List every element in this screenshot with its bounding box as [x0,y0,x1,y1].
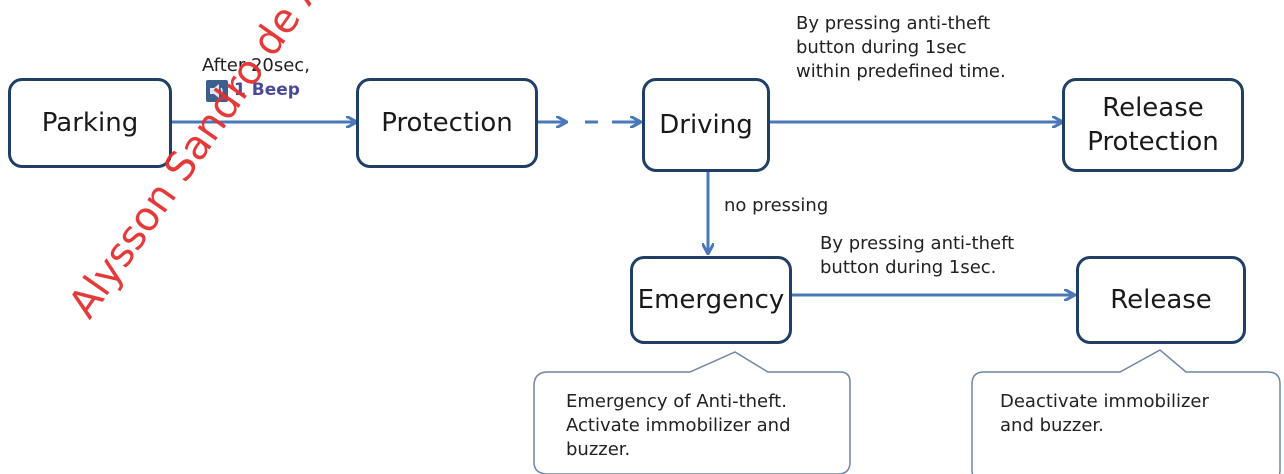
node-release-protection: Release Protection [1062,78,1244,172]
node-emergency: Emergency [630,256,792,344]
callout-emergency-text: Emergency of Anti-theft. Activate immobi… [566,391,791,460]
node-protection: Protection [356,78,538,168]
edge-label-no-pressing: no pressing [724,195,829,216]
node-protection-label: Protection [381,108,513,138]
node-parking-label: Parking [41,108,139,138]
node-driving: Driving [642,78,770,172]
speaker-icon [206,80,228,102]
edge-label-driving-release-protection: By pressing anti-theft button during 1se… [796,13,1006,82]
node-parking: Parking [8,78,172,168]
node-emergency-label: Emergency [637,285,785,315]
node-driving-label: Driving [659,110,753,140]
beep-indicator: 1 Beep [206,80,330,104]
edge-label-after-20sec: After 20sec, [202,55,310,76]
node-release-protection-label: Release Protection [1087,93,1219,157]
edge-label-emergency-release: By pressing anti-theft button during 1se… [820,233,1015,278]
callout-release-shape [971,349,1281,474]
node-release: Release [1076,256,1246,344]
beep-label: 1 Beep [234,80,300,100]
node-release-label: Release [1110,285,1212,315]
callout-release-text: Deactivate immobilizer and buzzer. [1000,391,1209,436]
